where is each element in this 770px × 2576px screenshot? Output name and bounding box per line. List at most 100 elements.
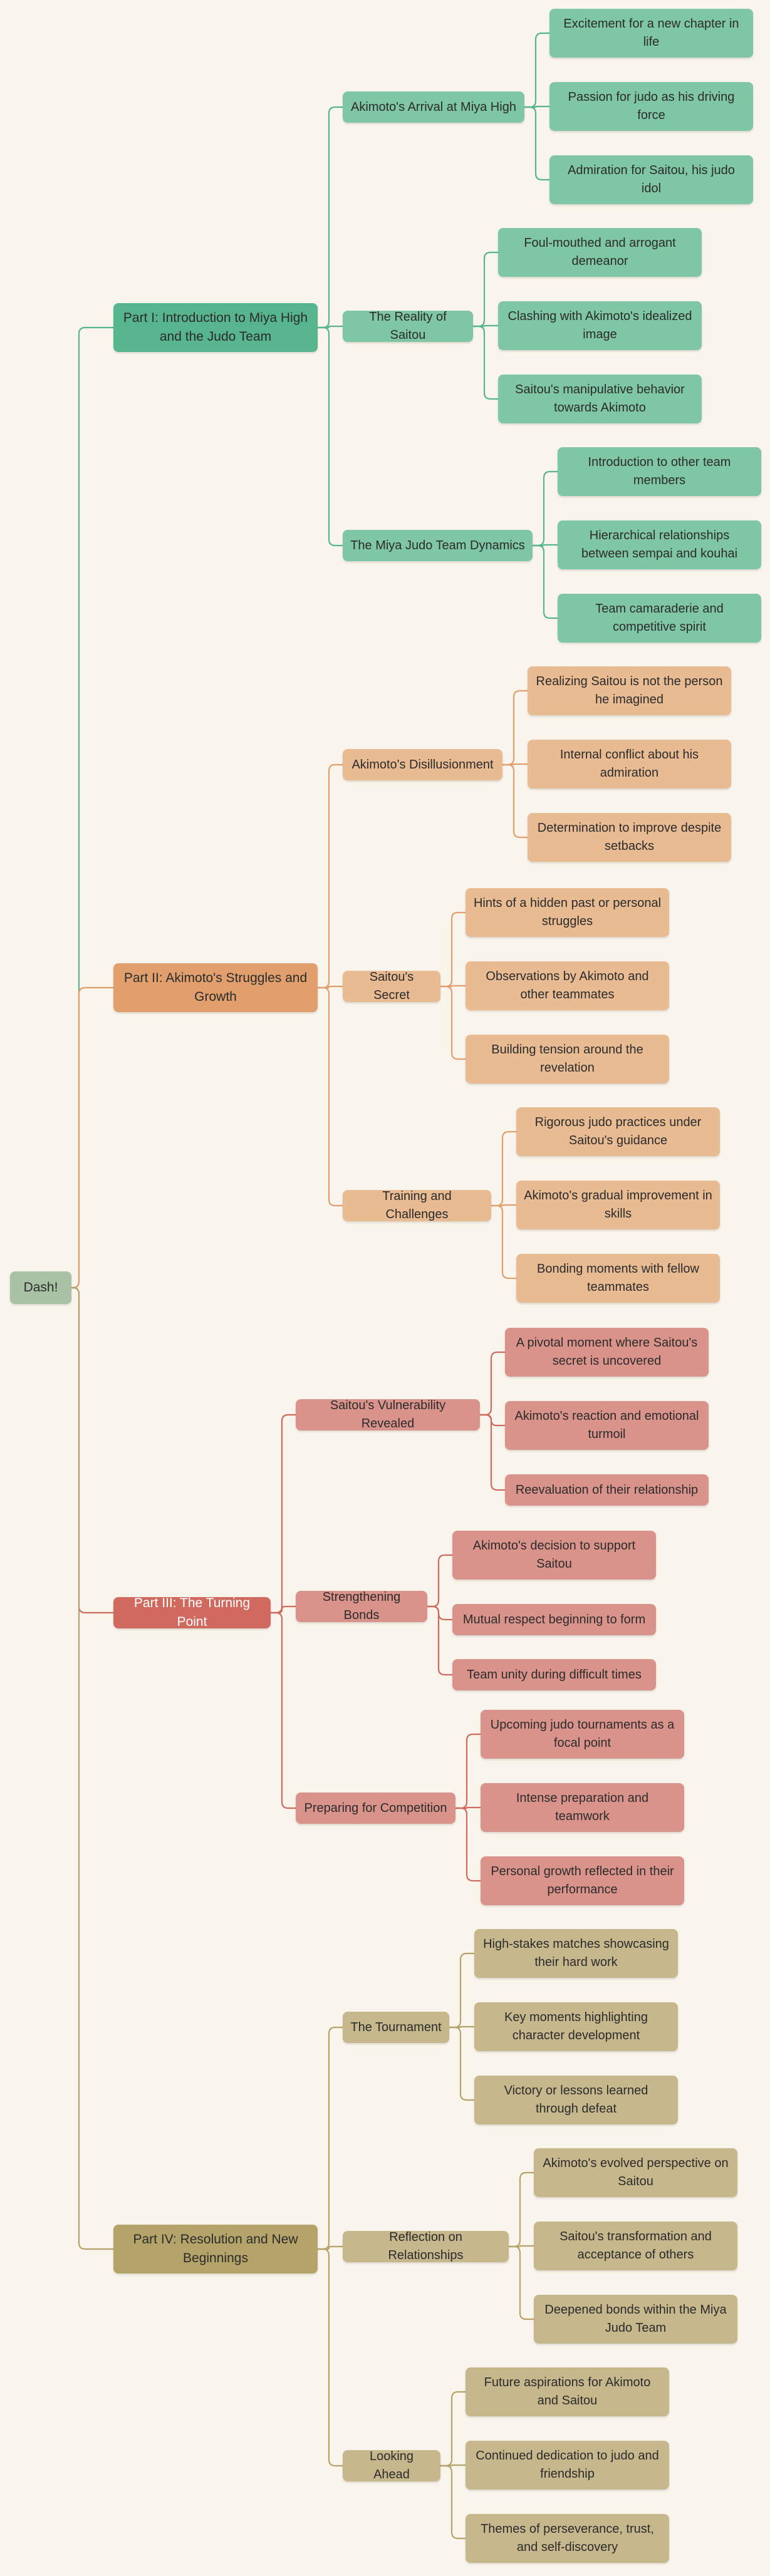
connector-sub-1-2-leaf-1 xyxy=(473,251,498,328)
subtopic-node-2-3-label: Training and Challenges xyxy=(382,1189,452,1221)
leaf-node-3-3-1[interactable]: Upcoming judo tournaments as a focal poi… xyxy=(481,1710,684,1759)
leaf-node-3-1-1-label: A pivotal moment where Saitou's secret i… xyxy=(516,1336,698,1368)
leaf-node-2-3-2[interactable]: Akimoto's gradual improvement in skills xyxy=(516,1181,720,1229)
leaf-node-3-2-3[interactable]: Team unity during difficult times xyxy=(452,1659,656,1690)
leaf-node-4-1-3[interactable]: Victory or lessons learned through defea… xyxy=(474,2076,678,2124)
connector-sub-3-2-leaf-1 xyxy=(427,1554,452,1608)
leaf-node-1-3-2[interactable]: Hierarchical relationships between sempa… xyxy=(558,520,761,569)
part-node-4[interactable]: Part IV: Resolution and New Beginnings xyxy=(113,2225,318,2273)
part-node-3[interactable]: Part III: The Turning Point xyxy=(113,1596,271,1629)
leaf-node-4-3-1[interactable]: Future aspirations for Akimoto and Saito… xyxy=(466,2367,669,2416)
leaf-node-2-1-1-label: Realizing Saitou is not the person he im… xyxy=(536,675,723,706)
connector-sub-3-1-leaf-2 xyxy=(480,1414,505,1427)
leaf-node-3-1-1[interactable]: A pivotal moment where Saitou's secret i… xyxy=(505,1328,709,1377)
leaf-node-1-3-1[interactable]: Introduction to other team members xyxy=(558,447,761,496)
leaf-node-2-3-3[interactable]: Bonding moments with fellow teammates xyxy=(516,1254,720,1303)
subtopic-node-4-3[interactable]: Looking Ahead xyxy=(343,2449,440,2481)
leaf-node-4-2-1-label: Akimoto's evolved perspective on Saitou xyxy=(543,2156,729,2188)
leaf-node-2-3-1[interactable]: Rigorous judo practices under Saitou's g… xyxy=(516,1107,720,1156)
leaf-node-2-1-2[interactable]: Internal conflict about his admiration xyxy=(528,740,731,789)
subtopic-node-3-2-label: Strengthening Bonds xyxy=(322,1590,401,1622)
subtopic-node-4-3-label: Looking Ahead xyxy=(369,2449,414,2481)
leaf-node-1-2-1[interactable]: Foul-mouthed and arrogant demeanor xyxy=(498,228,702,277)
part-node-1[interactable]: Part I: Introduction to Miya High and th… xyxy=(113,303,318,352)
leaf-node-4-3-3[interactable]: Themes of perseverance, trust, and self-… xyxy=(466,2514,669,2563)
leaf-node-4-2-2-label: Saitou's transformation and acceptance o… xyxy=(559,2230,712,2262)
leaf-node-1-3-1-label: Introduction to other team members xyxy=(588,455,731,487)
leaf-node-2-2-2[interactable]: Observations by Akimoto and other teamma… xyxy=(466,961,669,1010)
leaf-node-3-2-1[interactable]: Akimoto's decision to support Saitou xyxy=(452,1531,656,1580)
leaf-node-1-3-3[interactable]: Team camaraderie and competitive spirit xyxy=(558,594,761,643)
connector-sub-1-1-leaf-2 xyxy=(524,105,549,108)
leaf-node-1-2-3[interactable]: Saitou's manipulative behavior towards A… xyxy=(498,375,702,423)
subtopic-node-1-2[interactable]: The Reality of Saitou xyxy=(343,310,473,342)
subtopic-node-2-2[interactable]: Saitou's Secret xyxy=(343,970,440,1002)
subtopic-node-1-3[interactable]: The Miya Judo Team Dynamics xyxy=(343,530,533,561)
leaf-node-1-1-1-label: Excitement for a new chapter in life xyxy=(563,17,739,49)
subtopic-node-4-1[interactable]: The Tournament xyxy=(343,2012,449,2043)
leaf-node-3-1-3[interactable]: Reevaluation of their relationship xyxy=(505,1474,709,1506)
subtopic-node-2-1[interactable]: Akimoto's Disillusionment xyxy=(343,749,502,780)
leaf-node-3-1-2-label: Akimoto's reaction and emotional turmoil xyxy=(514,1409,699,1441)
root-node[interactable]: Dash! xyxy=(10,1271,71,1304)
part-node-2[interactable]: Part II: Akimoto's Struggles and Growth xyxy=(113,963,318,1012)
subtopic-node-2-3[interactable]: Training and Challenges xyxy=(343,1189,491,1221)
leaf-node-4-3-2[interactable]: Continued dedication to judo and friends… xyxy=(466,2441,669,2490)
leaf-node-2-3-2-label: Akimoto's gradual improvement in skills xyxy=(524,1189,712,1221)
connector-sub-1-3-leaf-2 xyxy=(533,544,558,547)
subtopic-node-3-2[interactable]: Strengthening Bonds xyxy=(296,1590,427,1622)
connector-part-2-sub-3 xyxy=(318,986,343,1207)
leaf-node-4-1-1[interactable]: High-stakes matches showcasing their har… xyxy=(474,1929,678,1978)
subtopic-node-3-1[interactable]: Saitou's Vulnerability Revealed xyxy=(296,1399,480,1430)
connector-sub-2-1-leaf-2 xyxy=(502,763,528,766)
leaf-node-1-2-2[interactable]: Clashing with Akimoto's idealized image xyxy=(498,301,702,350)
leaf-node-4-2-1[interactable]: Akimoto's evolved perspective on Saitou xyxy=(534,2148,737,2197)
part-node-1-label: Part I: Introduction to Miya High and th… xyxy=(123,310,308,344)
leaf-node-3-2-1-label: Akimoto's decision to support Saitou xyxy=(472,1539,636,1571)
leaf-node-1-1-3[interactable]: Admiration for Saitou, his judo idol xyxy=(549,155,753,204)
subtopic-node-3-3[interactable]: Preparing for Competition xyxy=(296,1792,455,1824)
leaf-node-2-2-1[interactable]: Hints of a hidden past or personal strug… xyxy=(466,888,669,937)
connector-root-part-2 xyxy=(71,986,113,1289)
leaf-node-2-1-3[interactable]: Determination to improve despite setback… xyxy=(528,813,731,862)
leaf-node-1-1-2[interactable]: Passion for judo as his driving force xyxy=(549,82,753,131)
part-node-4-label: Part IV: Resolution and New Beginnings xyxy=(133,2232,298,2265)
leaf-node-4-1-2[interactable]: Key moments highlighting character devel… xyxy=(474,2002,678,2051)
leaf-node-3-1-2[interactable]: Akimoto's reaction and emotional turmoil xyxy=(505,1401,709,1450)
connector-part-4-sub-1 xyxy=(318,2026,343,2250)
connector-sub-2-1-leaf-1 xyxy=(502,690,528,766)
leaf-node-4-2-3[interactable]: Deepened bonds within the Miya Judo Team xyxy=(534,2295,737,2344)
subtopic-node-1-3-label: The Miya Judo Team Dynamics xyxy=(350,538,525,552)
leaf-node-3-3-2[interactable]: Intense preparation and teamwork xyxy=(481,1783,684,1832)
leaf-node-3-2-2-label: Mutual respect beginning to form xyxy=(462,1612,646,1627)
part-node-2-label: Part II: Akimoto's Struggles and Growth xyxy=(123,970,308,1004)
leaf-node-4-3-2-label: Continued dedication to judo and friends… xyxy=(476,2449,659,2481)
connector-part-1-sub-3 xyxy=(318,326,343,547)
connector-sub-4-2-leaf-2 xyxy=(509,2245,534,2248)
leaf-node-3-3-3[interactable]: Personal growth reflected in their perfo… xyxy=(481,1856,684,1905)
connector-sub-3-2-leaf-3 xyxy=(427,1605,452,1676)
connector-sub-4-2-leaf-1 xyxy=(509,2171,534,2248)
leaf-node-3-2-2[interactable]: Mutual respect beginning to form xyxy=(452,1604,656,1635)
leaf-node-4-2-2[interactable]: Saitou's transformation and acceptance o… xyxy=(534,2222,737,2270)
connector-sub-3-2-leaf-2 xyxy=(427,1605,452,1621)
connector-sub-3-3-leaf-1 xyxy=(455,1733,481,1809)
leaf-node-1-2-1-label: Foul-mouthed and arrogant demeanor xyxy=(524,236,676,268)
leaf-node-4-3-3-label: Themes of perseverance, trust, and self-… xyxy=(481,2522,654,2554)
leaf-node-3-3-2-label: Intense preparation and teamwork xyxy=(516,1791,649,1823)
leaf-node-2-1-1[interactable]: Realizing Saitou is not the person he im… xyxy=(528,666,731,715)
connector-sub-4-3-leaf-2 xyxy=(440,2464,466,2467)
leaf-node-2-3-3-label: Bonding moments with fellow teammates xyxy=(536,1262,699,1294)
subtopic-node-4-2[interactable]: Reflection on Relationships xyxy=(343,2230,509,2262)
leaf-node-2-1-2-label: Internal conflict about his admiration xyxy=(559,748,699,780)
leaf-node-3-2-3-label: Team unity during difficult times xyxy=(467,1667,642,1682)
leaf-node-2-2-3[interactable]: Building tension around the revelation xyxy=(466,1035,669,1084)
leaf-node-2-1-3-label: Determination to improve despite setback… xyxy=(537,821,722,853)
connector-part-3-sub-2 xyxy=(271,1605,296,1614)
subtopic-node-1-1[interactable]: Akimoto's Arrival at Miya High xyxy=(343,91,524,123)
subtopic-node-1-1-label: Akimoto's Arrival at Miya High xyxy=(351,100,516,114)
leaf-node-1-3-3-label: Team camaraderie and competitive spirit xyxy=(595,602,724,634)
connector-part-3-sub-1 xyxy=(271,1414,296,1614)
leaf-node-1-1-1[interactable]: Excitement for a new chapter in life xyxy=(549,9,753,58)
